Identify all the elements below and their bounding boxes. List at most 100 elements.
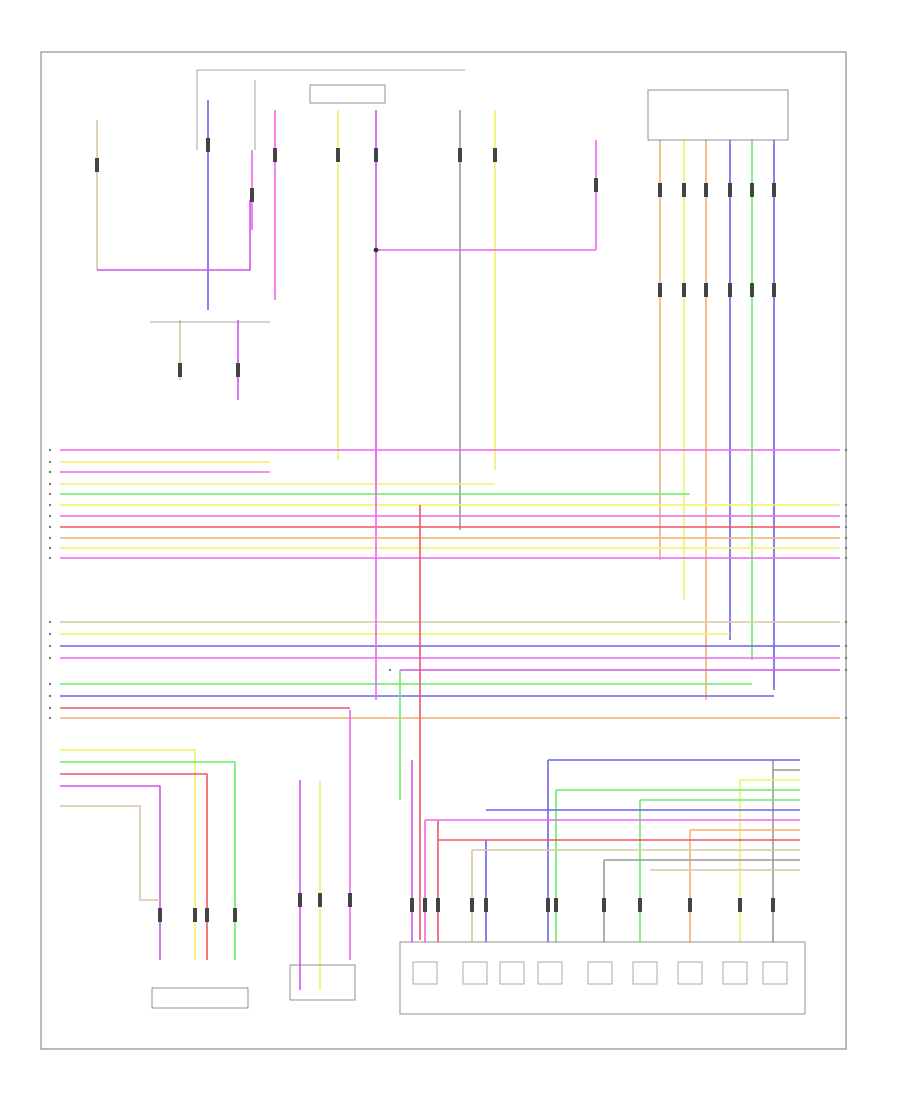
top-right-module-outline [647,89,789,141]
bus-wire-pin-right-7 [844,525,848,529]
bus-wire-pin-left-15 [388,668,392,672]
sensor-outline [289,964,356,1001]
top-connector-3 [273,148,277,162]
bus-wire-pin-left-0 [48,448,52,452]
bus-wire-pin-left-11 [48,620,52,624]
top-connector-5 [374,148,378,162]
bus-wire-pin-left-2 [48,470,52,474]
bus-wire-pin-left-16 [48,682,52,686]
tcm-connector-11 [771,898,775,912]
bus-wire-pin-left-8 [48,536,52,540]
tr-connector-a-4 [750,183,754,197]
fp-wire-red [60,773,208,960]
bus-wire-pin-right-15 [844,668,848,672]
fp-wire-green [60,761,236,960]
bus-wire-pin-left-14 [48,656,52,660]
bus-wire-pin-right-0 [844,448,848,452]
fp-wire-yellow [60,749,196,960]
tr-connector-a-2 [704,183,708,197]
bus-wire-pin-right-5 [844,503,848,507]
tcm-connector-9 [688,898,692,912]
top-connector-4 [336,148,340,162]
bus-wire-pin-left-3 [48,482,52,486]
tcm-connector-3 [470,898,474,912]
bus-wire-pin-right-19 [844,716,848,720]
bus-wire-pin-left-9 [48,546,52,550]
tcm-connector-0 [410,898,414,912]
top-connector-8 [594,178,598,192]
tcm-connector-10 [738,898,742,912]
wires-layer [60,69,840,990]
sensor-connector-0 [298,893,302,907]
sensor-connector-1 [318,893,322,907]
tcm-connector-4 [484,898,488,912]
top-connector-0 [95,158,99,172]
bus-wire-pin-right-13 [844,644,848,648]
transmission-terminal-3 [537,961,563,985]
bus-wire-pin-right-6 [844,514,848,518]
tcm-connector-2 [436,898,440,912]
top-connector-6 [458,148,462,162]
left-splice-wire [97,200,251,271]
tcm-connector-1 [423,898,427,912]
tr-connector-b-4 [750,283,754,297]
transmission-terminal-1 [462,961,488,985]
diagram-frame [40,51,847,1050]
transmission-outline [399,941,806,1015]
fp-connector-1 [193,908,197,922]
bus-wire-pin-left-17 [48,694,52,698]
tr-connector-b-2 [704,283,708,297]
top-connector-1 [206,138,210,152]
fuel-pump-module-outline [151,987,249,1009]
splice-connector-left [178,363,182,377]
tr-connector-b-3 [728,283,732,297]
bus-wire-pin-right-14 [844,656,848,660]
top-connector-7 [493,148,497,162]
tr-connector-b-1 [682,283,686,297]
tcm-connector-7 [602,898,606,912]
transmission-terminal-0 [412,961,438,985]
splice-connector-right [236,363,240,377]
bus-wire-pin-left-19 [48,716,52,720]
tcm-connector-5 [546,898,550,912]
bus-wire-pin-left-7 [48,525,52,529]
transmission-terminal-5 [632,961,658,985]
bus-wire-pin-right-9 [844,546,848,550]
bus-wire-pin-right-11 [844,620,848,624]
splice-dot [373,247,379,253]
transmission-terminal-4 [587,961,613,985]
tr-connector-b-5 [772,283,776,297]
tr-connector-a-0 [658,183,662,197]
tr-connector-a-5 [772,183,776,197]
bus-wire-pin-right-8 [844,536,848,540]
sensor-connector-2 [348,893,352,907]
bus-wire-pin-left-18 [48,706,52,710]
bus-wire-pin-left-6 [48,514,52,518]
top-connector-2 [250,188,254,202]
bus-wire-pin-left-10 [48,556,52,560]
fp-wire-tan [60,805,160,901]
fp-wire-violet [60,785,161,960]
transmission-terminal-2 [499,961,525,985]
bus-wire-pin-left-12 [48,632,52,636]
fp-connector-0 [158,908,162,922]
tr-connector-a-1 [682,183,686,197]
tr-connector-b-0 [658,283,662,297]
fp-connector-2 [205,908,209,922]
transmission-terminal-7 [722,961,748,985]
tcm-connector-6 [554,898,558,912]
tr-connector-a-3 [728,183,732,197]
bus-wire-pin-left-13 [48,644,52,648]
bus-wire-pin-left-4 [48,492,52,496]
bus-wire-pin-left-5 [48,503,52,507]
parts-layer [48,84,848,1015]
bus-wire-pin-right-10 [844,556,848,560]
transmission-terminal-8 [762,961,788,985]
bus-wire-pin-left-1 [48,460,52,464]
transmission-terminal-6 [677,961,703,985]
fp-connector-3 [233,908,237,922]
tcm-connector-8 [638,898,642,912]
fuse-block-outline [309,84,386,104]
